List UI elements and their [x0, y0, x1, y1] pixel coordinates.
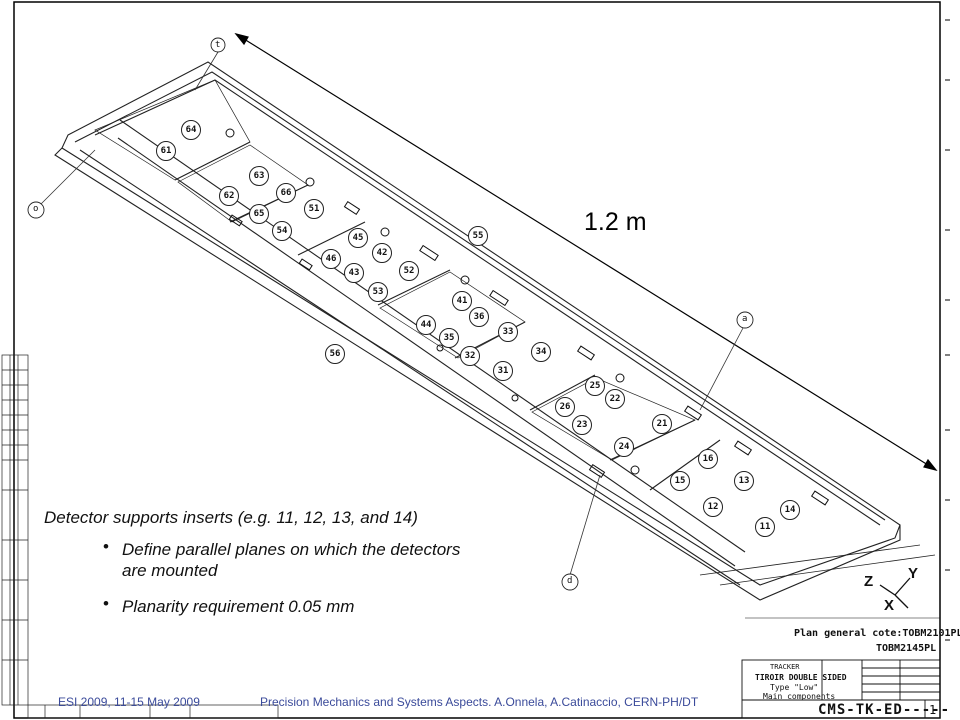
view-label-o-text: o [33, 204, 39, 214]
footer-left: ESI 2009, 11-15 May 2009 [58, 695, 200, 709]
title-block-line3: Main components [763, 692, 836, 701]
part-balloon-11: 11 [755, 517, 775, 537]
part-balloon-55: 55 [468, 226, 488, 246]
insert-blocks [225, 128, 830, 506]
bullet-1-line2: are mounted [122, 561, 218, 580]
part-balloon-66: 66 [276, 183, 296, 203]
part-balloon-52: 52 [399, 261, 419, 281]
part-balloon-63: 63 [249, 166, 269, 186]
part-balloon-31: 31 [493, 361, 513, 381]
part-balloon-32: 32 [460, 346, 480, 366]
part-balloon-16: 16 [698, 449, 718, 469]
part-balloon-62: 62 [219, 186, 239, 206]
view-label-t-text: t [215, 40, 221, 50]
part-balloon-26: 26 [555, 397, 575, 417]
dimension-line [234, 32, 938, 472]
part-balloon-65: 65 [249, 204, 269, 224]
axis-z-label: Z [864, 573, 874, 590]
title-block [741, 617, 941, 719]
part-balloon-61: 61 [156, 141, 176, 161]
drawing-number: CMS-TK-ED----- [818, 702, 951, 718]
footer-right: Precision Mechanics and Systems Aspects.… [260, 695, 699, 709]
part-balloon-53: 53 [368, 282, 388, 302]
part-balloon-42: 42 [372, 243, 392, 263]
revision-table [1, 354, 29, 706]
bullet-1-text: Define parallel planes on which the dete… [122, 540, 461, 559]
part-balloon-56: 56 [325, 344, 345, 364]
right-margin-ticks [945, 19, 950, 641]
axis-x-label: X [884, 597, 895, 614]
view-label-circles [27, 37, 754, 591]
part-balloon-15: 15 [670, 471, 690, 491]
part-balloon-64: 64 [181, 120, 201, 140]
view-label-d-text: d [567, 576, 573, 586]
part-balloon-23: 23 [572, 415, 592, 435]
axis-y-label: Y [908, 565, 919, 582]
view-leaders [39, 51, 744, 576]
view-label-o [27, 201, 45, 219]
bottom-strip [27, 704, 279, 719]
view-label-a-text: a [742, 314, 748, 324]
part-balloon-46: 46 [321, 249, 341, 269]
plan-note-line2: TOBM2145PL [876, 643, 937, 654]
part-balloon-22: 22 [605, 389, 625, 409]
part-balloon-36: 36 [469, 307, 489, 327]
part-balloon-13: 13 [734, 471, 754, 491]
title-block-heading: TRACKER [770, 663, 800, 671]
sheet-border [13, 1, 941, 719]
view-label-d [561, 573, 579, 591]
part-balloon-21: 21 [652, 414, 672, 434]
part-balloon-12: 12 [703, 497, 723, 517]
part-balloon-34: 34 [531, 342, 551, 362]
part-balloon-51: 51 [304, 199, 324, 219]
part-balloon-54: 54 [272, 221, 292, 241]
part-balloon-33: 33 [498, 322, 518, 342]
plan-note-line1: Plan general cote:TOBM2101PL [794, 628, 960, 639]
part-balloon-41: 41 [452, 291, 472, 311]
part-balloon-44: 44 [416, 315, 436, 335]
tray-frame [54, 61, 936, 601]
view-label-a [736, 311, 754, 329]
part-balloon-43: 43 [344, 263, 364, 283]
part-balloon-14: 14 [780, 500, 800, 520]
part-balloon-25: 25 [585, 376, 605, 396]
bullet-dot-2: • [103, 594, 109, 613]
axis-triad [879, 577, 911, 609]
part-balloon-24: 24 [614, 437, 634, 457]
part-balloon-45: 45 [348, 228, 368, 248]
bullet-2: Planarity requirement 0.05 mm [122, 597, 355, 616]
bullet-1: Define parallel planes on which the dete… [122, 539, 460, 581]
part-balloon-35: 35 [439, 328, 459, 348]
caption-text: Detector supports inserts (e.g. 11, 12, … [44, 508, 418, 527]
dimension-label: 1.2 m [584, 208, 647, 236]
title-block-line2: Type "Low" [770, 683, 819, 692]
view-label-t [210, 37, 226, 53]
title-block-line1: TIROIR DOUBLE SIDED [755, 673, 847, 682]
bullet-dot-1: • [103, 537, 109, 556]
sheet-number: 1 [929, 703, 937, 717]
